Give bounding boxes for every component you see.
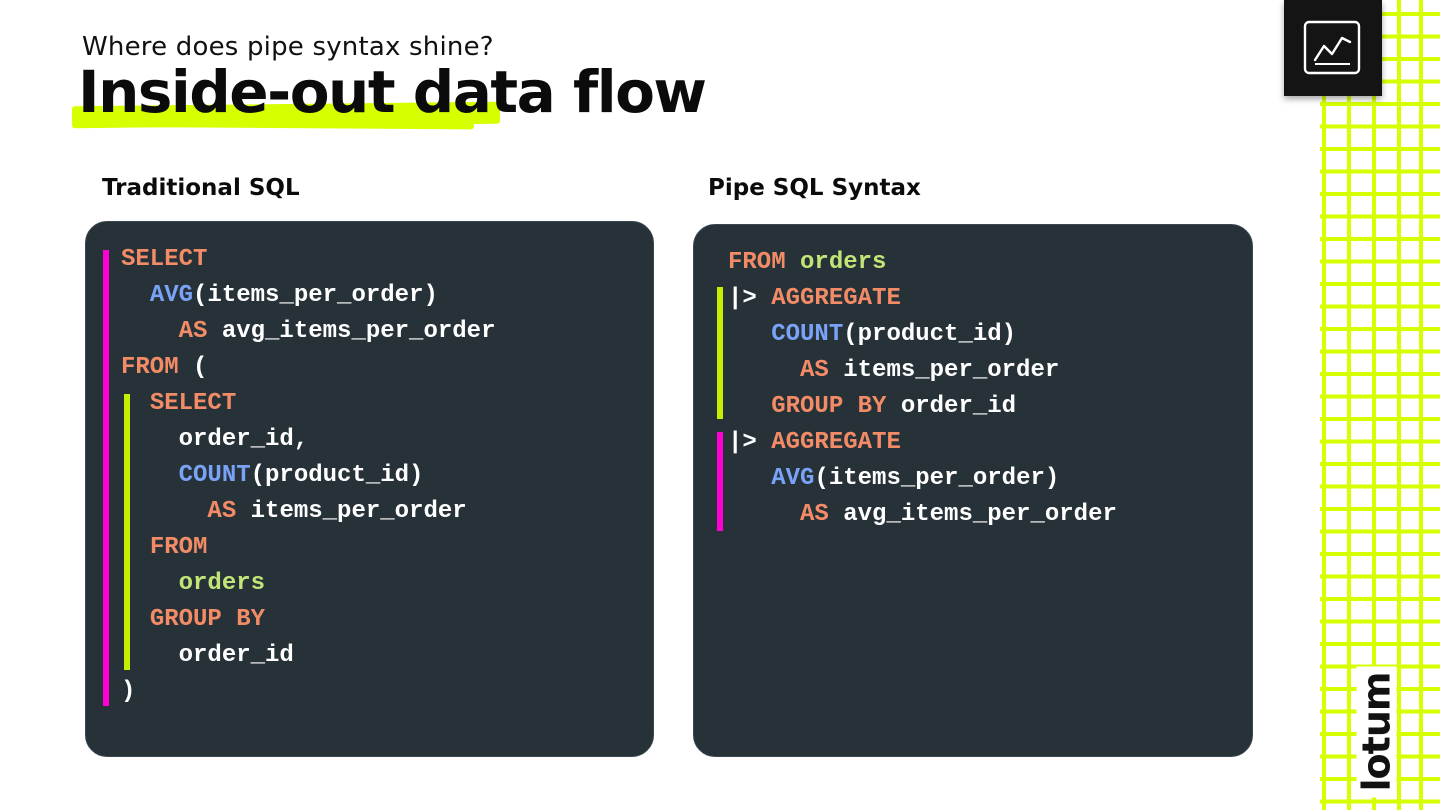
code-token: COUNT [178, 462, 251, 489]
code-line: GROUP BY [121, 602, 265, 638]
code-token: (items_per_order) [193, 282, 438, 309]
decorative-grid [1320, 0, 1440, 810]
code-token [728, 501, 800, 528]
traditional-sql-heading: Traditional SQL [102, 175, 300, 201]
brand-logo-text: lotum [1354, 666, 1398, 798]
code-token: AVG [149, 282, 194, 309]
code-token: SELECT [121, 246, 208, 273]
code-token: avg_items_per_order [828, 501, 1117, 528]
slide-title: Inside-out data flow [78, 58, 707, 126]
code-token [121, 390, 150, 417]
slide-subtitle: Where does pipe syntax shine? [82, 32, 494, 62]
chart-icon-box [1284, 0, 1382, 96]
code-line: FROM [121, 530, 208, 566]
code-token [121, 606, 150, 633]
pipe-sql-heading: Pipe SQL Syntax [708, 175, 921, 201]
code-line: AVG(items_per_order) [121, 278, 438, 314]
code-token: |> [728, 429, 772, 456]
code-token [728, 321, 771, 348]
brand-logo: lotum [1354, 666, 1398, 798]
code-token: order_id, [121, 426, 309, 453]
code-line: AVG(items_per_order) [728, 461, 1059, 497]
code-token: ( [178, 354, 208, 381]
code-token: AGGREGATE [771, 285, 901, 312]
code-token: items_per_order [828, 357, 1060, 384]
code-token [121, 462, 179, 489]
code-line: FROM orders [728, 245, 886, 281]
code-token: orders [178, 570, 266, 597]
code-token: |> [728, 285, 772, 312]
code-token [786, 249, 800, 276]
second-aggregate-bar [717, 432, 723, 531]
code-token: (product_id) [843, 321, 1017, 348]
code-token: AVG [771, 465, 815, 492]
code-line: SELECT [121, 242, 207, 278]
code-token [121, 282, 150, 309]
code-line: GROUP BY order_id [728, 389, 1016, 425]
pipe-sql-panel: FROM orders|> AGGREGATE COUNT(product_id… [693, 224, 1253, 757]
code-token: GROUP BY [149, 606, 266, 633]
code-token: (product_id) [250, 462, 424, 489]
code-token: AS [800, 357, 829, 384]
code-line: AS avg_items_per_order [121, 314, 496, 350]
code-token: AS [800, 501, 829, 528]
line-chart-icon [1303, 20, 1361, 75]
code-token: AS [207, 498, 237, 525]
code-token: AS [178, 318, 208, 345]
code-token [728, 393, 771, 420]
code-token: order_id [121, 642, 294, 669]
code-line: |> AGGREGATE [728, 425, 901, 461]
code-token: avg_items_per_order [207, 318, 496, 345]
code-line: AS items_per_order [121, 494, 467, 530]
code-token: items_per_order [236, 498, 467, 525]
code-token: order_id [886, 393, 1017, 420]
code-token: COUNT [771, 321, 844, 348]
code-token [728, 465, 771, 492]
first-aggregate-bar [717, 287, 723, 419]
code-line: COUNT(product_id) [728, 317, 1016, 353]
code-token: orders [800, 249, 887, 276]
code-token: FROM [728, 249, 786, 276]
code-token [121, 318, 179, 345]
code-line: AS avg_items_per_order [728, 497, 1117, 533]
code-line: order_id, [121, 422, 309, 458]
code-token: SELECT [149, 390, 237, 417]
code-token: FROM [149, 534, 208, 561]
code-line: AS items_per_order [728, 353, 1059, 389]
code-token: GROUP BY [771, 393, 887, 420]
outer-query-bar [103, 250, 109, 706]
inner-query-bar [124, 394, 130, 670]
code-line: FROM ( [121, 350, 207, 386]
code-line: orders [121, 566, 265, 602]
code-line: COUNT(product_id) [121, 458, 424, 494]
code-token [121, 534, 150, 561]
code-line: order_id [121, 638, 294, 674]
code-line: ) [121, 674, 135, 710]
code-token [121, 498, 207, 525]
code-token: AGGREGATE [771, 429, 901, 456]
code-token [121, 570, 179, 597]
code-line: |> AGGREGATE [728, 281, 901, 317]
code-token [728, 357, 800, 384]
code-token: ) [121, 678, 136, 705]
code-line: SELECT [121, 386, 236, 422]
traditional-sql-panel: SELECT AVG(items_per_order) AS avg_items… [85, 221, 654, 757]
code-token: (items_per_order) [814, 465, 1060, 492]
code-token: FROM [121, 354, 179, 381]
